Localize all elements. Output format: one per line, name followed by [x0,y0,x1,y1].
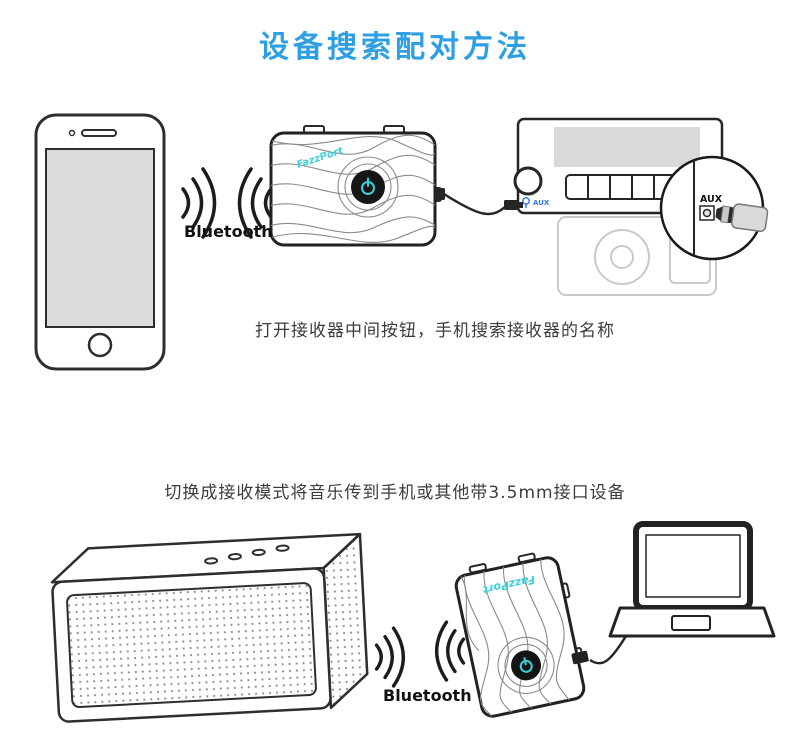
bluetooth-label: Bluetooth [184,222,273,241]
power-icon [519,657,533,673]
receive-mode-illustration: FazzPort [374,521,776,719]
laptop-illustration [608,521,776,638]
phone-screen [45,148,155,328]
power-icon [361,177,375,195]
bluetooth-waves-icon [374,626,405,688]
phone-earpiece [81,129,117,137]
aux-cable [435,188,523,216]
receiver-wave-pattern [271,134,435,243]
svg-text:AUX: AUX [533,199,550,207]
stereo-display [554,127,700,167]
cable-plug [504,200,518,210]
aux-cable [571,635,628,665]
audio-plug-icon [715,203,769,233]
laptop-touchpad [671,615,711,631]
laptop-screen-inner [645,534,741,598]
pairing-illustration-top: FazzPort AUX [34,113,769,371]
stereo-knob [513,166,543,196]
phone-home-button [87,332,113,358]
bluetooth-label: Bluetooth [383,686,472,705]
page-title: 设备搜索配对方法 [259,30,531,65]
magnifier-circle: AUX [659,155,769,261]
speaker-grille [66,582,317,709]
receiver-device: FazzPort [269,125,442,247]
speaker-top-buttons [204,544,290,565]
smartphone-illustration [34,113,166,371]
receiver-wave-pattern [454,555,576,719]
cable-plug [571,650,589,665]
aux-port-label: AUX [522,197,550,208]
bluetooth-waves-icon [237,167,273,239]
instruction-caption-top: 打开接收器中间按钮，手机搜索接收器的名称 [255,321,615,341]
instruction-caption-bottom: 切换成接收模式将音乐传到手机或其他带3.5mm接口设备 [164,483,626,503]
cable-plug [435,188,445,200]
bluetooth-waves-icon [181,167,217,239]
phone-camera-dot [68,129,76,137]
bluetooth-waves-icon [435,620,466,682]
receiver-device: FazzPort [454,552,586,719]
magnifier-aux-label: AUX [700,194,723,205]
speaker-illustration [50,532,369,723]
